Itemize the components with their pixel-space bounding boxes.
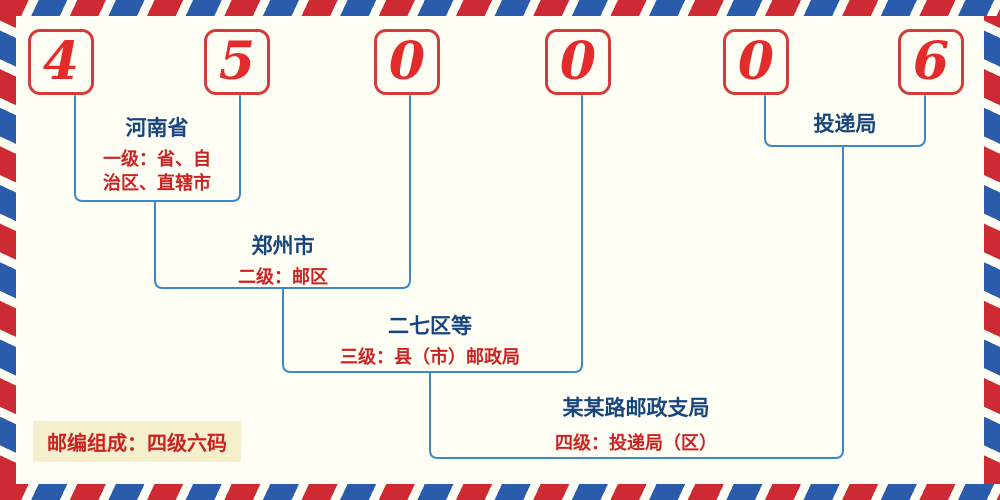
level5-name: 投递局 [813, 112, 877, 136]
level2-name: 郑州市 [251, 234, 315, 258]
level4-desc: 四级：投递局（区） [555, 433, 717, 454]
level1-desc-line1: 一级：省、自 [103, 149, 211, 170]
level4-name: 某某路邮政支局 [562, 396, 710, 420]
digit-box-1: 4 [28, 29, 94, 95]
digit-4: 0 [559, 31, 597, 92]
digit-3: 0 [388, 31, 426, 92]
airmail-border-right [984, 16, 1000, 484]
level2-desc: 二级：邮区 [238, 267, 328, 288]
composition-label: 邮编组成：四级六码 [33, 421, 241, 462]
digit-box-2: 5 [204, 29, 270, 95]
level5-label: 投递局 [814, 108, 877, 144]
level4-label: 某某路邮政支局 四级：投递局（区） [555, 392, 717, 456]
airmail-border-top [0, 0, 1000, 16]
connector-delivery-bracket [764, 95, 926, 147]
level1-desc-line2: 治区、直辖市 [103, 173, 211, 194]
airmail-border-left [0, 16, 16, 484]
connector-level1 [74, 95, 241, 202]
level3-label: 二七区等 三级：县（市）邮政局 [340, 310, 520, 370]
level1-label: 河南省 一级：省、自 治区、直辖市 [103, 112, 211, 196]
level3-name: 二七区等 [388, 314, 472, 338]
level3-desc: 三级：县（市）邮政局 [340, 347, 520, 368]
digit-5: 0 [737, 31, 775, 92]
digit-box-4: 0 [545, 29, 611, 95]
digit-box-5: 0 [723, 29, 789, 95]
digit-1: 4 [42, 31, 80, 92]
level1-name: 河南省 [125, 116, 189, 140]
airmail-border-bottom [0, 484, 1000, 500]
digit-6: 6 [912, 31, 950, 92]
digit-box-3: 0 [374, 29, 440, 95]
digit-2: 5 [218, 31, 256, 92]
connector-level3 [282, 95, 583, 373]
connector-level4 [429, 145, 844, 459]
digit-box-6: 6 [898, 29, 964, 95]
level2-label: 郑州市 二级：邮区 [238, 230, 328, 290]
